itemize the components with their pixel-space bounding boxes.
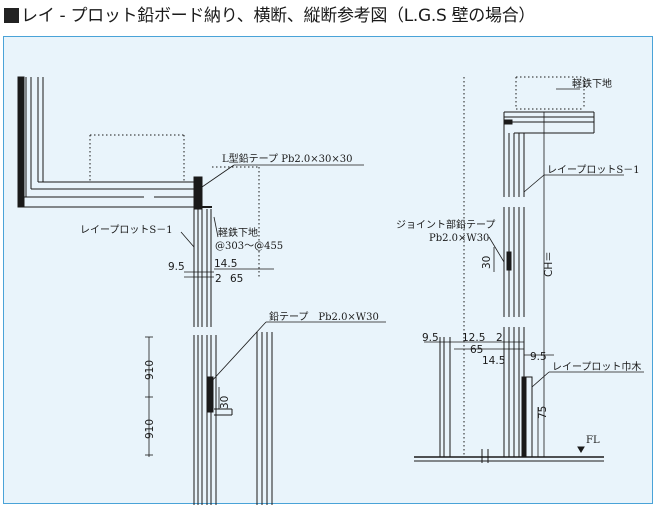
dim-65-right: 65 <box>470 344 483 356</box>
title-square-mark <box>4 8 19 23</box>
label-board-S1-right: レイープロットS－1 <box>547 164 640 176</box>
dim-2-left: 2 <box>215 273 222 285</box>
label-baseboard: レイープロット巾木 <box>552 360 641 373</box>
label-board-S1-left: レイープロットS－1 <box>80 224 173 236</box>
right-wall-layers <box>439 133 533 458</box>
right-dimension-lines <box>424 112 554 457</box>
dim-9-5-right-a: 9.5 <box>422 332 439 344</box>
label-steel-pitch: @303～@455 <box>215 241 283 252</box>
dim-2-right: 2 <box>496 332 503 344</box>
label-steel-base-right: 軽鉄下地 <box>572 77 612 90</box>
dim-14-5-left: 14.5 <box>214 258 237 270</box>
dim-75: 75 <box>537 406 549 419</box>
drawing-panel: L型鉛テープ Pb2.0×30×30 レイープロットS－1 軽鉄下地 @303～… <box>3 36 653 505</box>
label-lead-tape-L: L型鉛テープ Pb2.0×30×30 <box>222 152 352 165</box>
section-drawing: L型鉛テープ Pb2.0×30×30 レイープロットS－1 軽鉄下地 @303～… <box>17 76 644 505</box>
left-wall-outer <box>17 76 194 208</box>
dim-14-5-right: 14.5 <box>482 355 505 367</box>
dim-30-left: 30 <box>219 396 231 409</box>
left-partition-wall <box>193 209 217 505</box>
right-background-dashes <box>463 76 585 457</box>
label-lead-tape: 鉛テープ Pb2.0×W30 <box>269 310 379 323</box>
left-leaders <box>180 164 386 384</box>
left-dimension-lines <box>145 268 274 457</box>
dim-12-5: 12.5 <box>462 332 485 344</box>
label-joint-tape-2: Pb2.0×W30 <box>429 233 489 244</box>
right-leaders <box>488 88 644 388</box>
label-fl: FL <box>586 435 600 446</box>
dim-9-5-right-b: 9.5 <box>530 351 547 363</box>
page-title: レイ - プロット鉛ボード納り、横断、縦断参考図（L.G.S 壁の場合） <box>4 3 659 29</box>
title-text: レイ - プロット鉛ボード納り、横断、縦断参考図（L.G.S 壁の場合） <box>21 6 536 26</box>
left-studs <box>214 332 273 505</box>
dim-9-5-left: 9.5 <box>168 261 185 273</box>
label-joint-tape-1: ジョイント部鉛テープ <box>396 218 495 231</box>
left-wall-horizontal <box>24 176 212 210</box>
label-ch: CH＝ <box>543 251 555 277</box>
right-floor <box>414 446 604 463</box>
dim-910-a: 910 <box>144 360 156 380</box>
right-ceiling <box>503 111 595 137</box>
label-steel-base-left: 軽鉄下地 <box>218 226 258 239</box>
dim-65-left: 65 <box>230 273 243 285</box>
dim-30-right: 30 <box>481 256 493 269</box>
dim-910-b: 910 <box>144 419 156 439</box>
